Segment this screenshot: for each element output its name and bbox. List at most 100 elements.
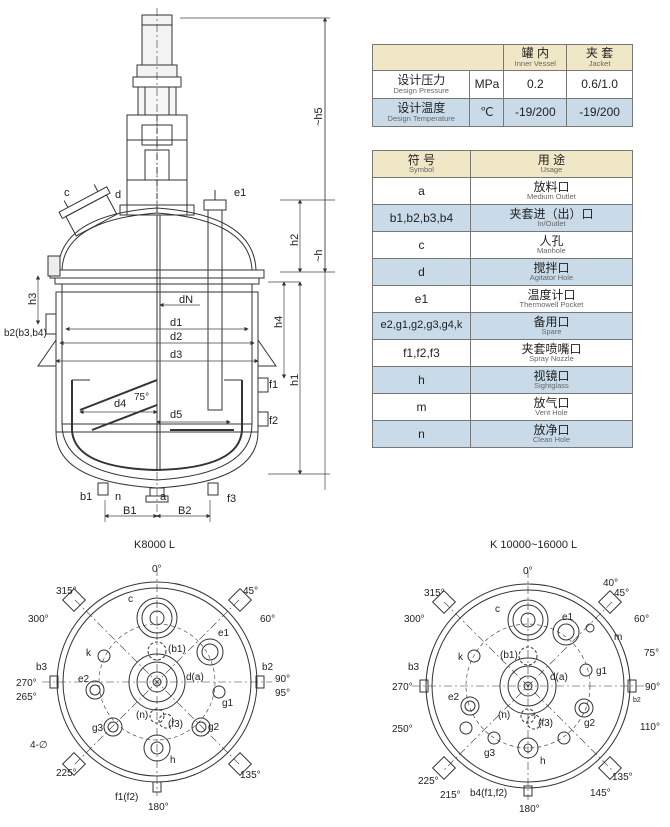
spec-header-jacket: 夹 套 Jacket — [566, 44, 633, 71]
plan-right — [412, 570, 644, 800]
symbol-header-symbol-cn: 符 号 — [407, 152, 436, 167]
pr-noz-n: (n) — [498, 710, 510, 721]
label-n: n — [115, 491, 121, 503]
symbol-cell: h — [372, 366, 471, 394]
pl-angle-300: 300° — [28, 614, 49, 625]
pl-angle-60: 60° — [260, 614, 275, 625]
label-d3: d3 — [170, 349, 182, 361]
pr-angle-300: 300° — [404, 614, 425, 625]
pr-noz-c: c — [495, 604, 500, 615]
label-B1: B1 — [123, 505, 136, 517]
symbol-cell: d — [372, 258, 471, 286]
symbol-cell: a — [372, 177, 471, 205]
usage-en: Sightglass — [534, 381, 569, 391]
spec-table: 罐 内 Inner Vessel 夹 套 Jacket 设计压力 Design … — [371, 44, 633, 127]
label-dN: dN — [179, 294, 193, 306]
spec-header-jacket-cn: 夹 套 — [585, 46, 614, 61]
pr-noz-e1: e1 — [562, 612, 574, 623]
pr-angle-145: 145° — [590, 788, 611, 799]
pr-noz-m: m — [614, 632, 622, 643]
label-d5: d5 — [170, 409, 182, 421]
pr-angle-40: 40° — [603, 578, 618, 589]
spec-row-jacket: -19/200 — [566, 98, 633, 127]
usage-en: Manhole — [537, 246, 566, 256]
label-angle: 75° — [134, 392, 149, 403]
usage-cn: 放料口 — [533, 179, 570, 194]
label-B2: B2 — [178, 505, 191, 517]
symbol-header-symbol-en: Symbol — [408, 165, 434, 175]
pr-noz-b4f1f2: b4(f1,f2) — [470, 788, 507, 799]
pr-noz-da: d(a) — [550, 672, 568, 683]
label-c: c — [64, 187, 70, 199]
usage-cn: 视镜口 — [533, 368, 570, 383]
usage-en: Spray Nozzle — [529, 354, 574, 364]
symbol-cell: b1,b2,b3,b4 — [372, 204, 471, 232]
pr-noz-g3: g3 — [484, 748, 496, 759]
elevation-view — [37, 8, 277, 520]
pl-noz-g1: g1 — [222, 698, 234, 709]
spec-row-temperature: 设计温度 Design Temperature ℃ -19/200 -19/20… — [371, 98, 633, 127]
label-d2: d2 — [170, 331, 182, 343]
label-h5: ~h5 — [313, 107, 325, 126]
usage-en: Spare — [541, 327, 562, 337]
thermowell — [207, 209, 223, 411]
label-h2: h2 — [289, 234, 301, 246]
pl-noz-b2: b2 — [262, 662, 274, 673]
spec-header-inner-cn: 罐 内 — [521, 46, 549, 61]
usage-cn: 备用口 — [533, 314, 570, 329]
symbol-cell: f1,f2,f3 — [372, 339, 471, 367]
usage-en: Clean Hole — [532, 435, 570, 445]
usage-cn: 放气口 — [533, 395, 570, 410]
symbol-cell: e1 — [372, 285, 471, 313]
spec-row-inner: 0.2 — [503, 70, 568, 99]
symbol-header-usage-cn: 用 途 — [537, 152, 566, 167]
label-h4: h4 — [273, 316, 285, 328]
pr-noz-f3: (f3) — [538, 718, 553, 729]
pr-angle-135: 135° — [612, 772, 633, 783]
pl-angle-225: 225° — [56, 768, 77, 779]
usage-en: Thermowell Pocket — [519, 300, 584, 310]
pl-noz-b1: (b1) — [168, 644, 186, 655]
symbol-cell: e2,g1,g2,g3,g4,k — [372, 312, 471, 340]
pl-noz-k: k — [86, 648, 92, 659]
pr-noz-h: h — [540, 756, 546, 767]
label-f2: f2 — [269, 415, 278, 427]
spec-header-inner: 罐 内 Inner Vessel — [503, 44, 568, 71]
spec-row-label-cn: 设计压力 — [397, 73, 446, 88]
spec-header-jacket-en: Jacket — [588, 58, 611, 68]
pr-angle-315: 315° — [424, 588, 445, 599]
label-e1: e1 — [234, 187, 246, 199]
plan-right-title: K 10000~16000 L — [490, 539, 577, 551]
pl-noz-b3: b3 — [36, 662, 48, 673]
pl-angle-95: 95° — [275, 688, 290, 699]
label-f3: f3 — [227, 493, 236, 505]
usage-cn: 温度计口 — [527, 287, 576, 302]
pl-angle-270: 270° — [16, 678, 37, 689]
elevation-dimensions — [35, 17, 335, 522]
plan-left-title: K8000 L — [134, 539, 175, 551]
pl-angle-180: 180° — [148, 802, 169, 813]
spec-row-inner: -19/200 — [503, 98, 568, 127]
manhole — [58, 184, 118, 237]
pr-noz-b2: b2 — [633, 697, 641, 704]
usage-cn: 夹套喷嘴口 — [521, 341, 582, 356]
usage-cn: 夹套进（出）口 — [509, 206, 594, 221]
usage-en: Vent Hole — [535, 408, 568, 418]
spec-header-inner-en: Inner Vessel — [514, 58, 556, 68]
label-b1: b1 — [80, 491, 92, 503]
label-b2b3b4: b2(b3,b4) — [4, 328, 47, 339]
pr-angle-75: 75° — [644, 648, 659, 659]
pl-noz-da: d(a) — [186, 672, 204, 683]
pl-noz-n: (n) — [136, 710, 148, 721]
